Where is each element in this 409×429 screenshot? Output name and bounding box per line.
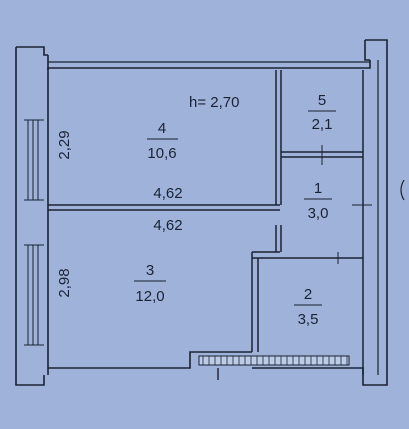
window-left-upper <box>24 119 44 201</box>
room-5-area: 2,1 <box>312 116 333 133</box>
wall-thickness <box>48 60 379 375</box>
entry-marker <box>400 179 405 201</box>
room-3-number: 3 <box>146 262 154 279</box>
balcony-railing-slats <box>202 356 348 365</box>
room-4-area: 10,6 <box>147 145 176 162</box>
room-1-area: 3,0 <box>308 205 329 222</box>
door-marks <box>321 145 372 264</box>
room-3-area: 12,0 <box>135 288 164 305</box>
balcony-railing <box>198 355 350 366</box>
dimension-height-lower: 2,98 <box>56 268 73 297</box>
ceiling-height-label: h= 2,70 <box>189 94 239 111</box>
dimension-width-top: 4,62 <box>153 185 182 202</box>
room-2-area: 3,5 <box>298 311 319 328</box>
room-4-number: 4 <box>158 120 166 137</box>
room-1-number: 1 <box>314 180 322 197</box>
room-2-number: 2 <box>304 286 312 303</box>
window-left-lower <box>24 244 44 346</box>
dimension-width-bottom: 4,62 <box>153 217 182 234</box>
dimension-height-upper: 2,29 <box>56 130 73 159</box>
room-5-number: 5 <box>318 92 326 109</box>
